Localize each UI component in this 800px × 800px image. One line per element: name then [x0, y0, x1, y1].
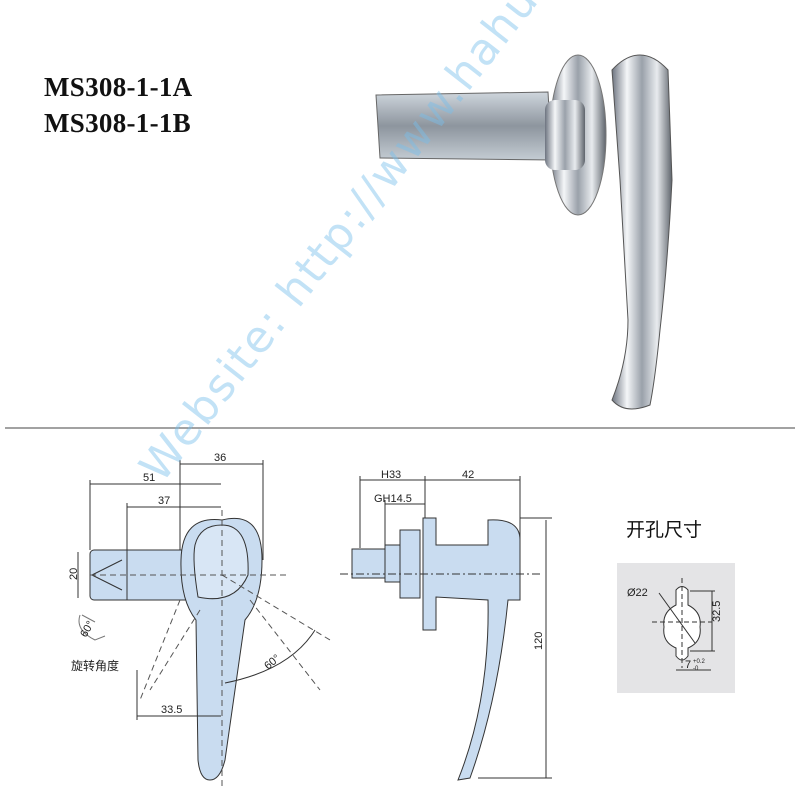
side-view-drawing — [340, 476, 552, 781]
dim-51: 51 — [143, 472, 155, 484]
dim-key-width: 7 — [685, 659, 691, 671]
tolerance-lower: -0 — [693, 666, 699, 672]
dim-42: 42 — [462, 469, 474, 481]
model-number-a: MS308-1-1A — [44, 72, 193, 102]
front-view-drawing — [77, 460, 331, 790]
dim-h33: H33 — [381, 469, 401, 481]
dim-gh14-5: GH14.5 — [374, 493, 412, 505]
dim-60-angle: 60° — [262, 652, 282, 672]
tolerance-upper: +0.2 — [693, 659, 706, 665]
dim-120: 120 — [533, 632, 545, 650]
dim-37: 37 — [158, 495, 170, 507]
dim-20: 20 — [68, 568, 80, 580]
dim-36: 36 — [214, 452, 226, 464]
dim-33-5: 33.5 — [161, 704, 182, 716]
rotation-angle-label: 旋转角度 — [71, 658, 119, 673]
dim-diameter: Ø22 — [627, 587, 648, 599]
dim-32-5: 32.5 — [711, 601, 723, 622]
product-photo — [375, 54, 673, 410]
cutout-drawing — [652, 578, 715, 671]
cutout-title: 开孔尺寸 — [626, 519, 703, 541]
model-number-b: MS308-1-1B — [44, 108, 191, 138]
rotation-symbol-angle: 60° — [78, 619, 97, 639]
